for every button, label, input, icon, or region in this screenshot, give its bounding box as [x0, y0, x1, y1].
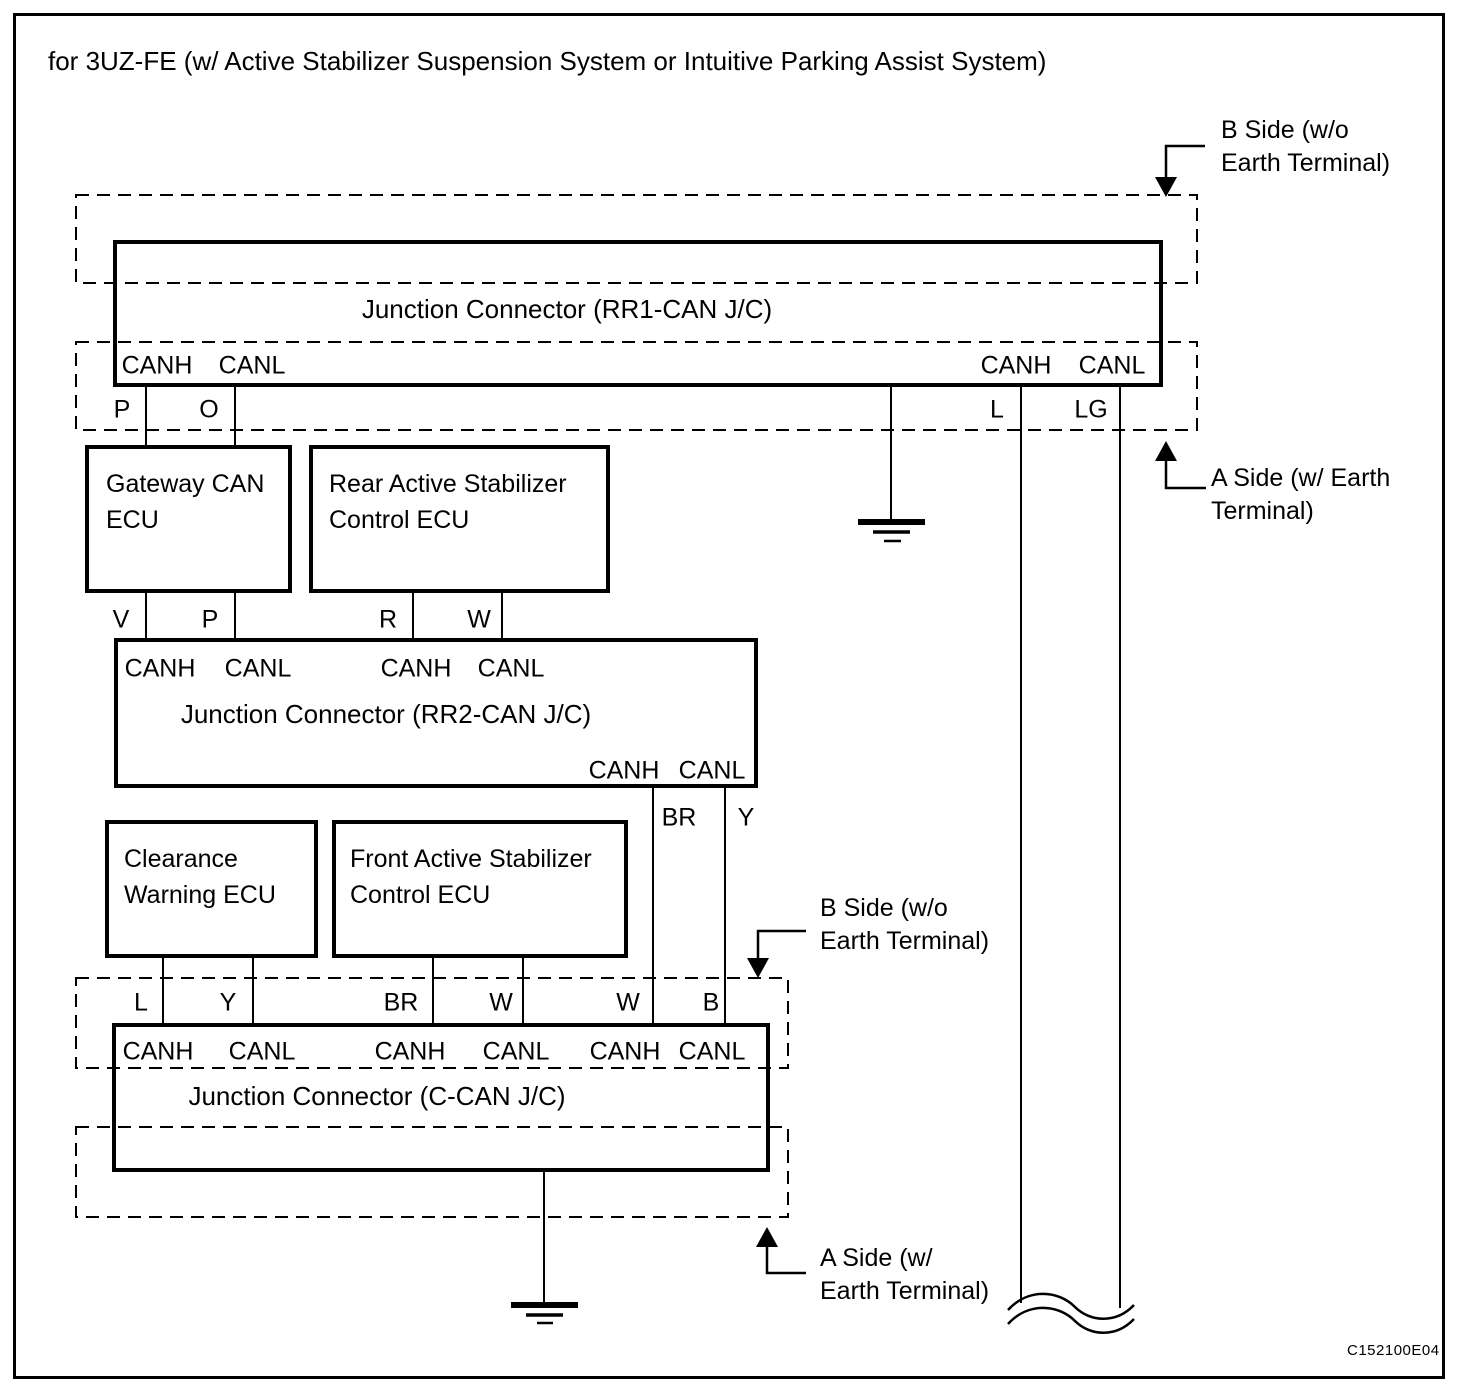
- wire-gateway-canl-to-rr2: [234, 593, 236, 639]
- wire-c-can-to-ground: [543, 1172, 545, 1304]
- wire-color-label: Y: [737, 803, 755, 832]
- pin-label: CANH: [980, 351, 1052, 380]
- pin-label: CANH: [589, 1037, 661, 1066]
- pin-label: CANL: [678, 1037, 746, 1066]
- front-active-stabilizer-ecu-box: [332, 820, 628, 958]
- wire-color-label: L: [990, 395, 1004, 424]
- pin-label: CANL: [218, 351, 286, 380]
- wire-color-label: P: [113, 395, 131, 424]
- wire-color-label: W: [616, 988, 640, 1017]
- wire-rr1-canl-bus-long: [1119, 387, 1121, 1308]
- wire-rear-canl-to-rr2: [501, 593, 503, 639]
- rear-active-stabilizer-ecu-label: Rear Active Stabilizer Control ECU: [329, 470, 567, 534]
- junction-c-can-label: Junction Connector (C-CAN J/C): [188, 1081, 566, 1111]
- wire-rear-canh-to-rr2: [412, 593, 414, 639]
- b-side-mid-annotation: B Side (w/o Earth Terminal): [820, 894, 990, 955]
- wire-clearance-canh-to-c-can: [162, 958, 164, 1024]
- wire-clearance-canl-to-c-can: [252, 958, 254, 1024]
- pin-label: CANH: [374, 1037, 446, 1066]
- wire-color-label: O: [199, 395, 219, 424]
- wire-rr1-to-ground: [890, 387, 892, 521]
- wire-front-canl-to-c-can: [522, 958, 524, 1024]
- wire-color-label: W: [489, 988, 513, 1017]
- clearance-warning-ecu-label: Clearance Warning ECU: [124, 845, 276, 909]
- wire-color-label: B: [702, 988, 720, 1017]
- wire-rr1-canh-to-gateway: [145, 387, 147, 446]
- pin-label: CANH: [124, 654, 196, 683]
- rear-active-stabilizer-ecu-box: [309, 445, 610, 593]
- wire-color-label: LG: [1074, 395, 1108, 424]
- wire-front-canh-to-c-can: [432, 958, 434, 1024]
- wire-rr1-canh-bus-long: [1020, 387, 1022, 1303]
- pin-label: CANL: [477, 654, 545, 683]
- wire-color-label: L: [134, 988, 148, 1017]
- pin-label: CANL: [224, 654, 292, 683]
- wire-rr2-canh-to-c-can: [652, 788, 654, 1024]
- pin-label: CANL: [482, 1037, 550, 1066]
- clearance-warning-ecu-box: [105, 820, 318, 958]
- pin-label: CANH: [380, 654, 452, 683]
- wire-color-label: V: [112, 605, 130, 634]
- wire-rr1-canl-to-gateway: [234, 387, 236, 446]
- wire-color-label: W: [467, 605, 491, 634]
- pin-label: CANH: [588, 756, 660, 785]
- pin-label: CANL: [228, 1037, 296, 1066]
- junction-rr2-label: Junction Connector (RR2-CAN J/C): [180, 699, 592, 729]
- diagram-title: for 3UZ-FE (w/ Active Stabilizer Suspens…: [48, 46, 1047, 76]
- wire-color-label: BR: [383, 988, 419, 1017]
- wire-rr2-canl-to-c-can: [724, 788, 726, 1024]
- gateway-can-ecu-label: Gateway CAN ECU: [106, 470, 265, 534]
- wire-color-label: P: [201, 605, 219, 634]
- a-side-bottom-annotation: A Side (w/ Earth Terminal): [820, 1244, 990, 1305]
- front-active-stabilizer-ecu-label: Front Active Stabilizer Control ECU: [350, 845, 592, 909]
- pin-label: CANH: [122, 1037, 194, 1066]
- gateway-can-ecu-box: [85, 445, 292, 593]
- page-border: [13, 13, 1445, 1379]
- pin-label: CANL: [1078, 351, 1146, 380]
- pin-label: CANL: [678, 756, 746, 785]
- a-side-top-annotation: A Side (w/ Earth Terminal): [1211, 464, 1391, 525]
- wire-color-label: R: [378, 605, 398, 634]
- wire-color-label: BR: [661, 803, 697, 832]
- junction-connector-rr2-box: [114, 638, 758, 788]
- figure-code: C152100E04: [1347, 1342, 1440, 1359]
- wire-color-label: Y: [219, 988, 237, 1017]
- b-side-top-annotation: B Side (w/o Earth Terminal): [1221, 116, 1391, 177]
- wire-gateway-canh-to-rr2: [145, 593, 147, 639]
- junction-rr1-label: Junction Connector (RR1-CAN J/C): [361, 294, 773, 324]
- pin-label: CANH: [121, 351, 193, 380]
